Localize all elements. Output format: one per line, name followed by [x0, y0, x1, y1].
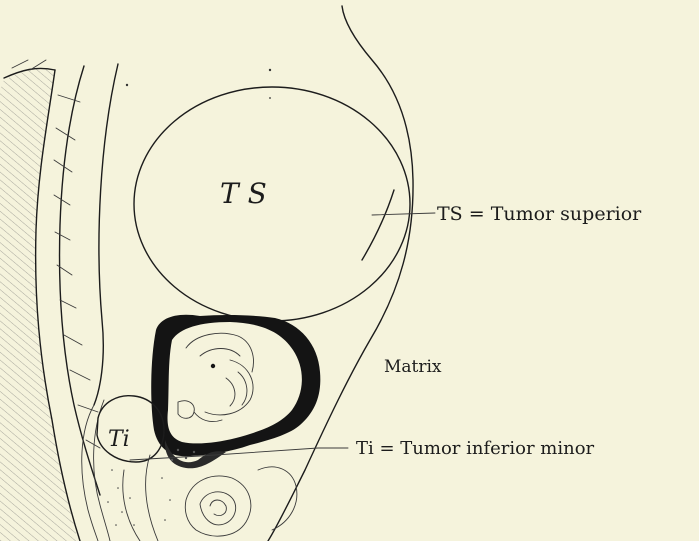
lower-whorl — [185, 467, 297, 536]
ti-inside-label: Ti — [108, 427, 130, 452]
legend-ts: TS = Tumor superior — [437, 203, 642, 225]
tumor-superior: T S — [126, 69, 410, 321]
legend-matrix: Matrix — [384, 357, 442, 377]
decidua-lines — [82, 64, 171, 541]
matrix-boundary — [268, 6, 413, 541]
embryonic-sac — [151, 315, 320, 469]
ts-inside-label: T S — [220, 177, 267, 210]
legend-ti: Ti = Tumor inferior minor — [356, 438, 595, 459]
uterine-wall — [0, 60, 100, 541]
